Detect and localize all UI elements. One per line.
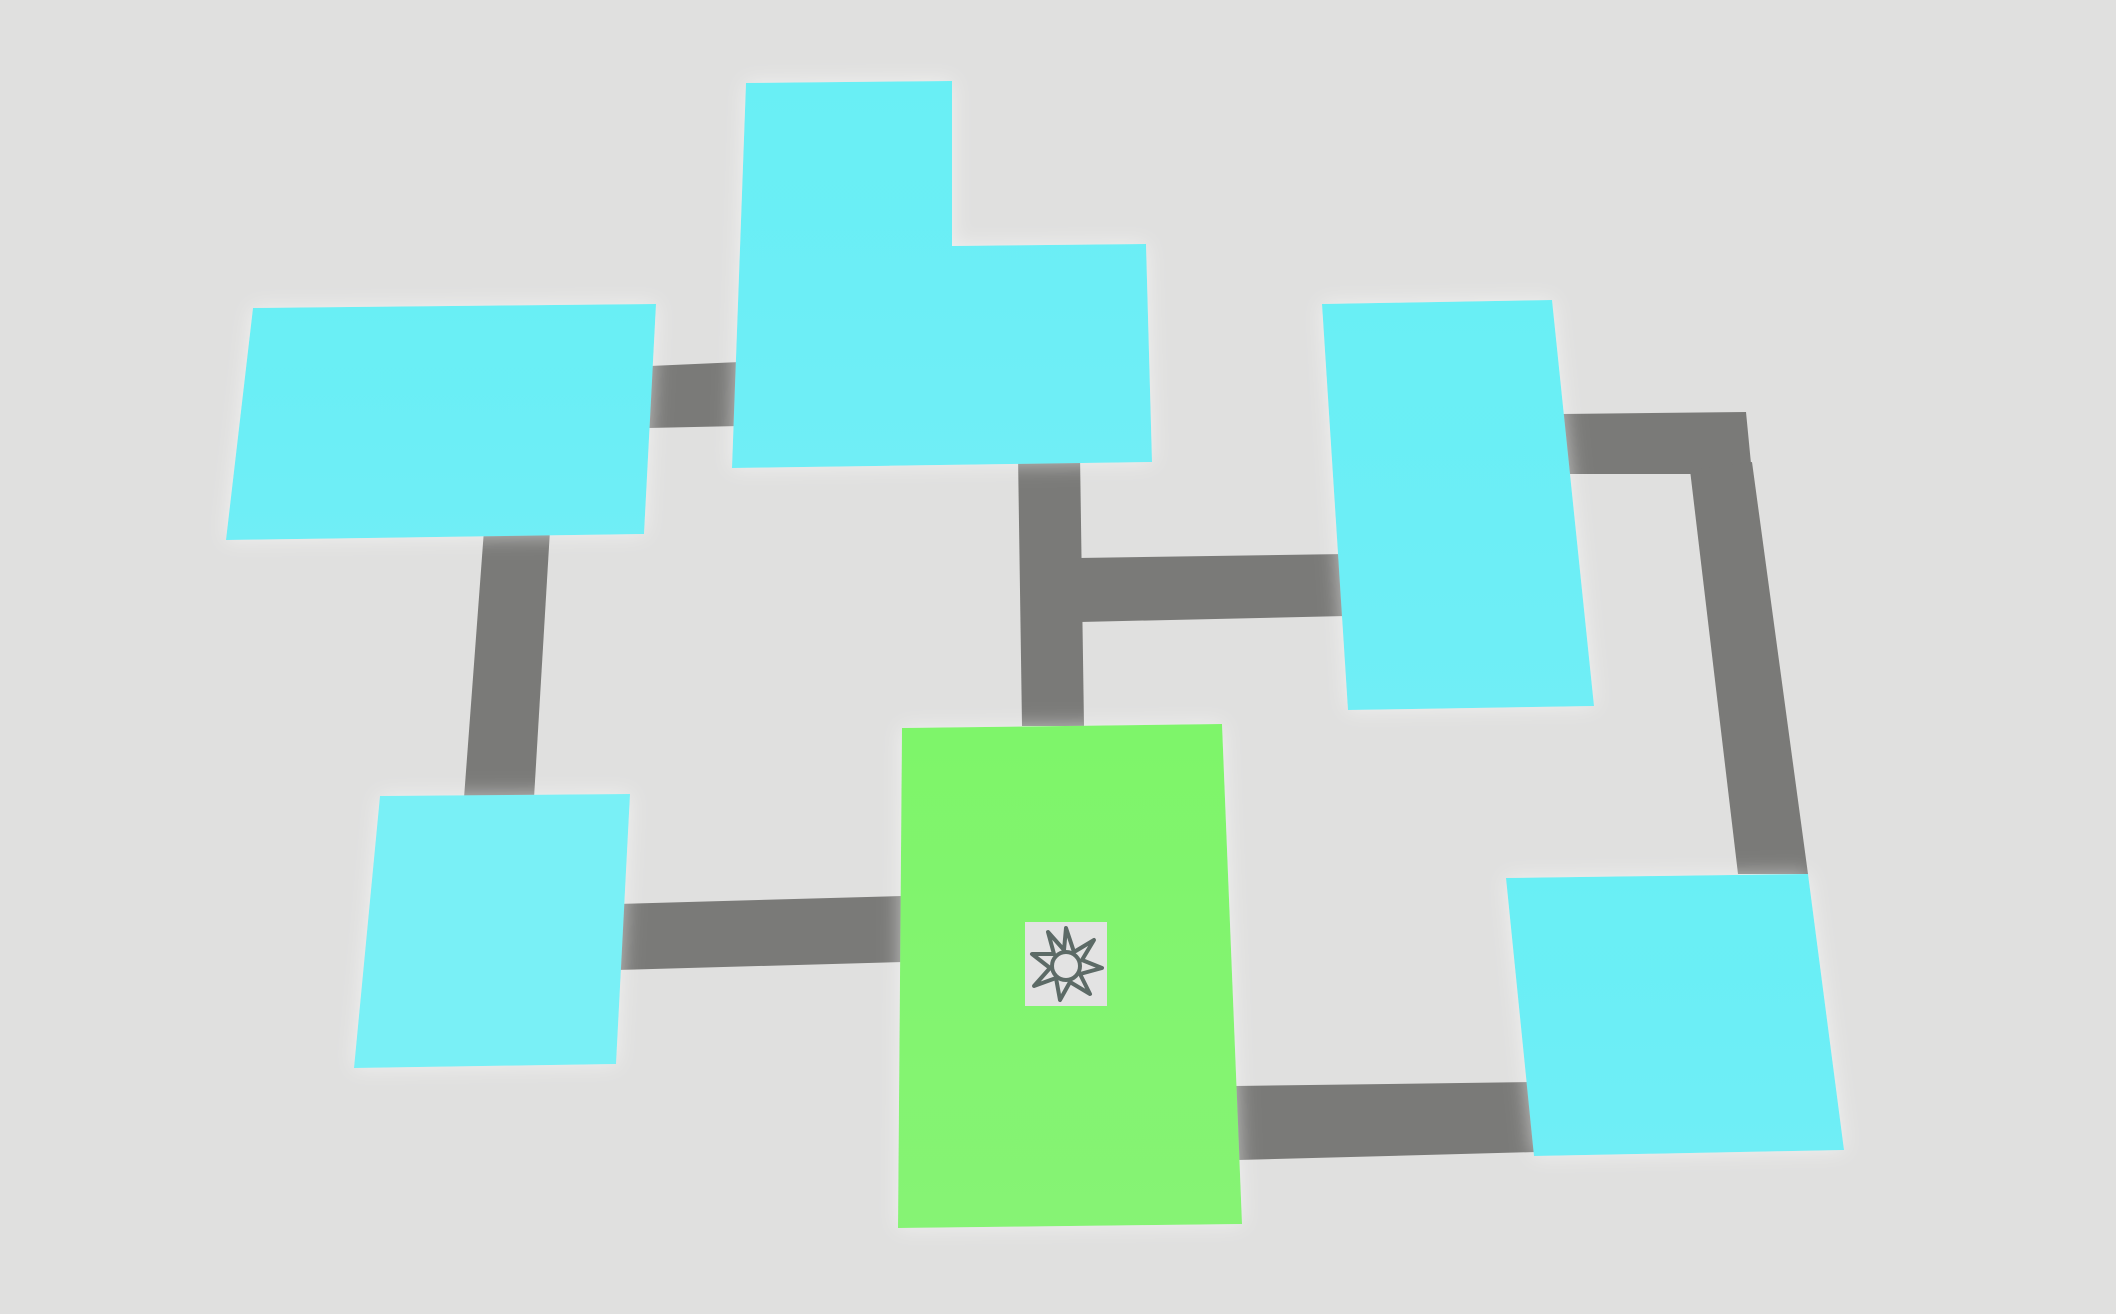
room-bottom-left[interactable] (354, 794, 630, 1068)
corridor-branch-to-rightupper (1078, 554, 1346, 622)
room-top-center-l-shaped[interactable] (732, 81, 1152, 468)
corridors (464, 362, 1808, 1160)
player-marker (1025, 922, 1107, 1006)
corridor-rightupper-to-bottomright-top (1562, 412, 1752, 474)
corridor-topleft-to-bottomleft (464, 530, 550, 798)
corridor-topcenter-to-current (1018, 455, 1084, 726)
corridor-topleft-to-topcenter (648, 362, 740, 428)
corridor-rightupper-to-bottomright-side (1690, 462, 1808, 874)
rooms (226, 81, 1844, 1228)
corridor-current-to-bottomright (1236, 1082, 1536, 1160)
room-top-left[interactable] (226, 304, 656, 540)
corridor-bottomleft-to-current (616, 896, 904, 970)
compass-star-icon (1030, 926, 1104, 1002)
room-bottom-right[interactable] (1506, 874, 1844, 1156)
room-right-upper[interactable] (1322, 300, 1594, 710)
